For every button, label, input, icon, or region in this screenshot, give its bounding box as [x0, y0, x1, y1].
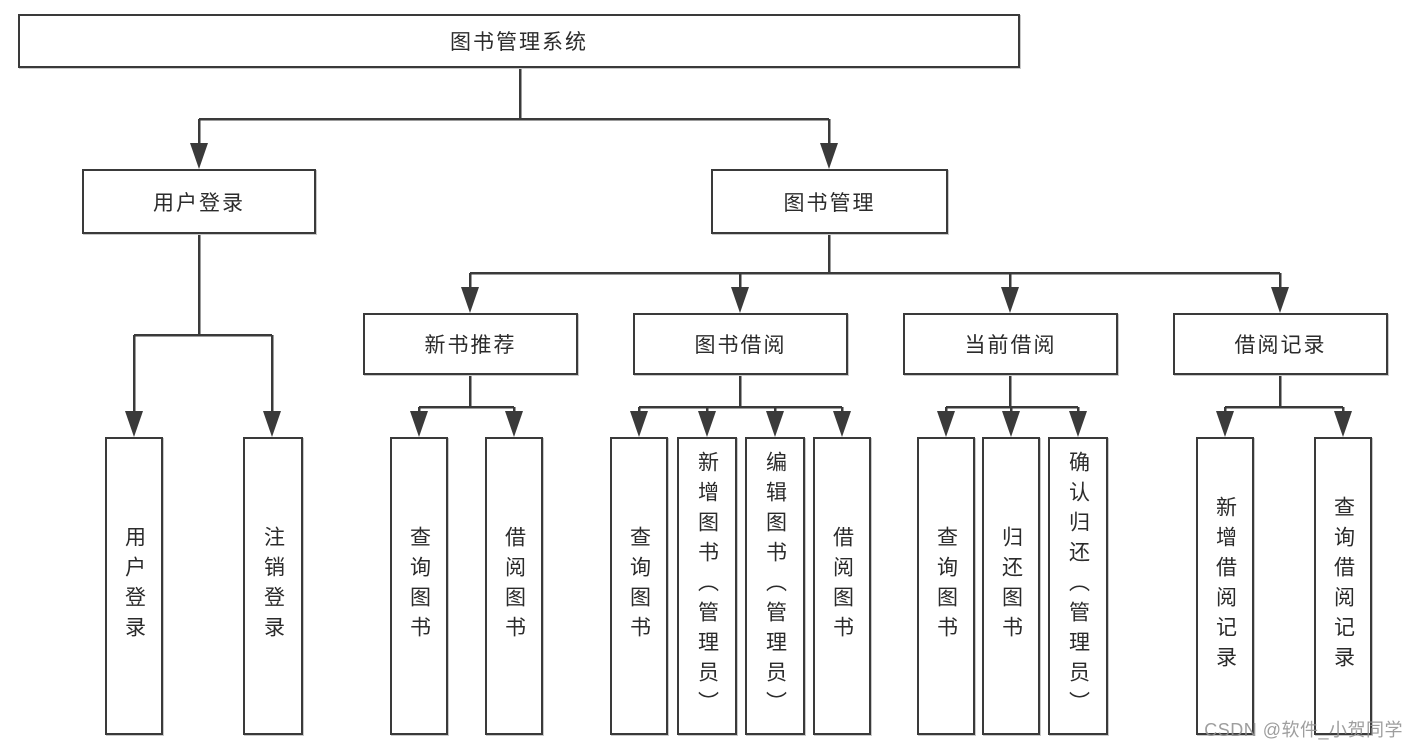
node-label: 当前借阅 — [964, 334, 1057, 357]
arrow-icon — [1334, 411, 1352, 437]
node-label: 查询图书 — [627, 526, 651, 646]
node-label: 确认归还（管理员） — [1066, 451, 1090, 721]
connector-root-to-level2 — [197, 68, 831, 146]
node-label: 借阅图书 — [502, 526, 526, 646]
arrow-icon — [505, 411, 523, 437]
leaf-query-books-recommend: 查询图书 — [390, 437, 448, 735]
connector-current-borrowing-children — [944, 375, 1080, 414]
arrow-icon — [410, 411, 428, 437]
leaf-query-books-current: 查询图书 — [917, 437, 975, 735]
leaf-confirm-return-admin: 确认归还（管理员） — [1048, 437, 1108, 735]
arrow-icon — [766, 411, 784, 437]
node-library-management-system: 图书管理系统 — [18, 14, 1020, 68]
node-label: 图书管理系统 — [450, 31, 588, 54]
leaf-user-login: 用户登录 — [105, 437, 163, 735]
arrow-icon — [1069, 411, 1087, 437]
leaf-add-borrow-record: 新增借阅记录 — [1196, 437, 1254, 735]
node-label: 新增图书（管理员） — [695, 451, 719, 721]
arrow-icon — [190, 143, 208, 169]
node-label: 归还图书 — [999, 526, 1023, 646]
arrow-icon — [1216, 411, 1234, 437]
node-label: 借阅图书 — [830, 526, 854, 646]
node-current-borrowing: 当前借阅 — [903, 313, 1118, 375]
arrow-icon — [1002, 411, 1020, 437]
node-label: 查询图书 — [934, 526, 958, 646]
node-book-management: 图书管理 — [711, 169, 948, 234]
node-label: 新书推荐 — [424, 334, 517, 357]
arrow-icon — [698, 411, 716, 437]
arrow-icon — [263, 411, 281, 437]
arrow-icon — [731, 287, 749, 313]
connector-borrowing-records-children — [1223, 375, 1345, 414]
leaf-edit-books-admin: 编辑图书（管理员） — [745, 437, 805, 735]
leaf-borrow-books-recommend: 借阅图书 — [485, 437, 543, 735]
node-label: 新增借阅记录 — [1213, 496, 1237, 676]
arrow-icon — [937, 411, 955, 437]
watermark: CSDN @软件_小贺同学 — [1204, 720, 1403, 740]
connector-book-management-children — [468, 234, 1282, 290]
node-label: 用户登录 — [122, 526, 146, 646]
node-user-login: 用户登录 — [82, 169, 316, 234]
node-label: 查询图书 — [407, 526, 431, 646]
arrow-icon — [461, 287, 479, 313]
arrow-icon — [630, 411, 648, 437]
leaf-return-books: 归还图书 — [982, 437, 1040, 735]
arrow-icon — [833, 411, 851, 437]
leaf-logout: 注销登录 — [243, 437, 303, 735]
node-label: 图书借阅 — [694, 334, 787, 357]
arrow-icon — [125, 411, 143, 437]
arrow-icon — [1271, 287, 1289, 313]
leaf-add-books-admin: 新增图书（管理员） — [677, 437, 737, 735]
leaf-query-books-borrowing: 查询图书 — [610, 437, 668, 735]
leaf-borrow-books-borrowing: 借阅图书 — [813, 437, 871, 735]
node-label: 注销登录 — [261, 526, 285, 646]
connector-new-book-rec-children — [417, 375, 516, 414]
connector-user-login-children — [132, 234, 274, 414]
node-label: 图书管理 — [783, 191, 876, 215]
node-book-borrowing: 图书借阅 — [633, 313, 848, 375]
connector-book-borrowing-children — [637, 375, 844, 414]
node-new-book-recommendation: 新书推荐 — [363, 313, 578, 375]
node-label: 借阅记录 — [1234, 334, 1327, 357]
leaf-query-borrow-record: 查询借阅记录 — [1314, 437, 1372, 735]
arrow-icon — [820, 143, 838, 169]
node-borrowing-records: 借阅记录 — [1173, 313, 1388, 375]
node-label: 用户登录 — [153, 191, 245, 215]
node-label: 编辑图书（管理员） — [763, 451, 787, 721]
arrow-icon — [1001, 287, 1019, 313]
node-label: 查询借阅记录 — [1331, 496, 1355, 676]
